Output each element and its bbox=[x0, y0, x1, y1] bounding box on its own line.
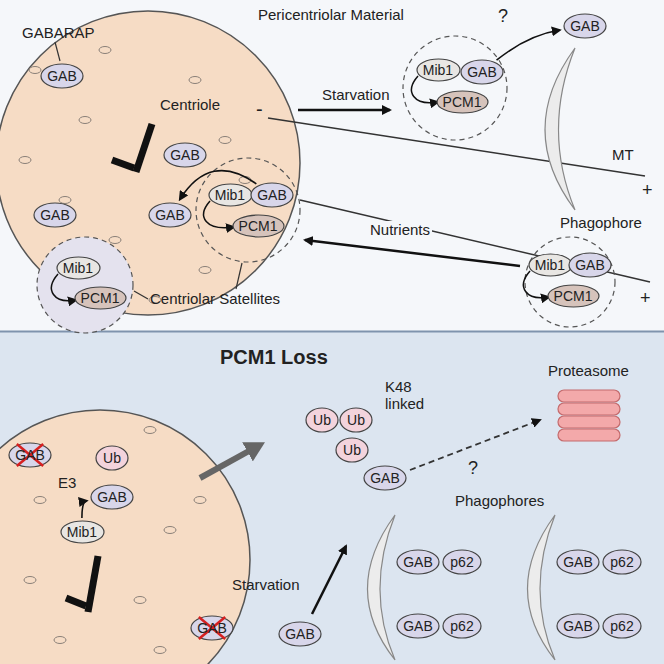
protein-label: p62 bbox=[450, 555, 473, 569]
protein-ellipse: GAB bbox=[190, 615, 234, 641]
protein-ellipse: GAB bbox=[163, 142, 207, 168]
protein-label: GAB bbox=[403, 555, 433, 569]
protein-label: PCM1 bbox=[554, 289, 593, 303]
protein-ellipse: GAB bbox=[250, 182, 294, 208]
protein-label: Mib1 bbox=[423, 63, 453, 77]
protein-label: GAB bbox=[570, 19, 600, 33]
annotation-label: + bbox=[642, 180, 653, 201]
protein-ellipse: GAB bbox=[556, 613, 600, 639]
protein-ellipse: p62 bbox=[442, 613, 482, 639]
curved-arrow bbox=[497, 30, 560, 60]
protein-ellipse: GAB bbox=[396, 549, 440, 575]
annotation-label: - bbox=[256, 98, 263, 121]
protein-ellipse: PCM1 bbox=[436, 90, 489, 114]
protein-ellipse: GAB bbox=[278, 621, 322, 647]
protein-label: GAB bbox=[197, 621, 227, 635]
protein-label: GAB bbox=[40, 208, 70, 222]
protein-ellipse: GAB bbox=[563, 13, 607, 39]
protein-ellipse: PCM1 bbox=[232, 214, 285, 238]
protein-ellipse: GAB bbox=[90, 484, 134, 510]
protein-ellipse: GAB bbox=[8, 442, 52, 468]
protein-label: p62 bbox=[610, 619, 633, 633]
protein-ellipse: PCM1 bbox=[74, 286, 127, 310]
protein-label: GAB bbox=[97, 490, 127, 504]
region-heading: Pericentriolar Material bbox=[258, 6, 404, 23]
protein-ellipse: Ub bbox=[305, 407, 339, 433]
annotation-label: E3 bbox=[58, 474, 76, 491]
annotation-label: GABARAP bbox=[22, 24, 95, 41]
protein-ellipse: GAB bbox=[148, 202, 192, 228]
protein-label: PCM1 bbox=[239, 219, 278, 233]
annotation-label: Centriole bbox=[160, 96, 220, 113]
protein-ellipse: Ub bbox=[95, 445, 129, 471]
protein-ellipse: Ub bbox=[335, 437, 369, 463]
protein-ellipse: GAB bbox=[363, 465, 407, 491]
protein-ellipse: GAB bbox=[33, 202, 77, 228]
annotation-label: ? bbox=[468, 458, 478, 479]
annotation-label: PCM1 Loss bbox=[220, 346, 328, 369]
protein-ellipse: p62 bbox=[602, 613, 642, 639]
annotation-label: Proteasome bbox=[548, 362, 629, 379]
protein-label: GAB bbox=[467, 65, 497, 79]
protein-ellipse: Ub bbox=[339, 407, 373, 433]
protein-ellipse: Mib1 bbox=[208, 183, 253, 207]
protein-label: p62 bbox=[450, 619, 473, 633]
protein-label: GAB bbox=[15, 448, 45, 462]
protein-label: Mib1 bbox=[67, 525, 97, 539]
protein-label: Mib1 bbox=[63, 261, 93, 275]
protein-ellipse: p62 bbox=[442, 549, 482, 575]
protein-label: GAB bbox=[285, 627, 315, 641]
protein-ellipse: Mib1 bbox=[60, 520, 105, 544]
protein-label: GAB bbox=[575, 258, 605, 272]
annotation-label: + bbox=[640, 288, 651, 309]
annotation-label: Phagophore bbox=[560, 214, 642, 231]
annotation-label: Starvation bbox=[232, 576, 300, 593]
protein-label: Ub bbox=[343, 443, 361, 457]
annotation-label: K48 linked bbox=[385, 378, 435, 413]
protein-ellipse: PCM1 bbox=[547, 284, 600, 308]
protein-label: GAB bbox=[370, 471, 400, 485]
annotation-label: Nutrients bbox=[368, 221, 432, 238]
protein-label: Ub bbox=[347, 413, 365, 427]
protein-label: Mib1 bbox=[535, 258, 565, 272]
protein-ellipse: GAB bbox=[460, 59, 504, 85]
protein-ellipse: Mib1 bbox=[56, 256, 101, 280]
annotation-label: Phagophores bbox=[455, 492, 544, 509]
protein-ellipse: GAB bbox=[556, 549, 600, 575]
protein-label: GAB bbox=[563, 555, 593, 569]
protein-label: GAB bbox=[155, 208, 185, 222]
protein-label: PCM1 bbox=[443, 95, 482, 109]
annotation-label: MT bbox=[612, 146, 634, 163]
protein-label: Ub bbox=[103, 451, 121, 465]
protein-label: PCM1 bbox=[81, 291, 120, 305]
protein-label: p62 bbox=[610, 555, 633, 569]
protein-label: Mib1 bbox=[215, 188, 245, 202]
protein-ellipse: p62 bbox=[602, 549, 642, 575]
protein-ellipse: GAB bbox=[568, 252, 612, 278]
annotation-label: Starvation bbox=[322, 86, 390, 103]
protein-ellipse: GAB bbox=[40, 63, 84, 89]
protein-label: GAB bbox=[563, 619, 593, 633]
protein-label: GAB bbox=[257, 188, 287, 202]
protein-label: Ub bbox=[313, 413, 331, 427]
protein-label: GAB bbox=[47, 69, 77, 83]
annotation-label: Centriolar Satellites bbox=[150, 290, 280, 307]
protein-ellipse: Mib1 bbox=[528, 253, 573, 277]
protein-ellipse: GAB bbox=[396, 613, 440, 639]
protein-label: GAB bbox=[170, 148, 200, 162]
protein-ellipse: Mib1 bbox=[416, 58, 461, 82]
curved-arrow bbox=[82, 501, 87, 518]
protein-label: GAB bbox=[403, 619, 433, 633]
annotation-label: ? bbox=[498, 6, 508, 27]
